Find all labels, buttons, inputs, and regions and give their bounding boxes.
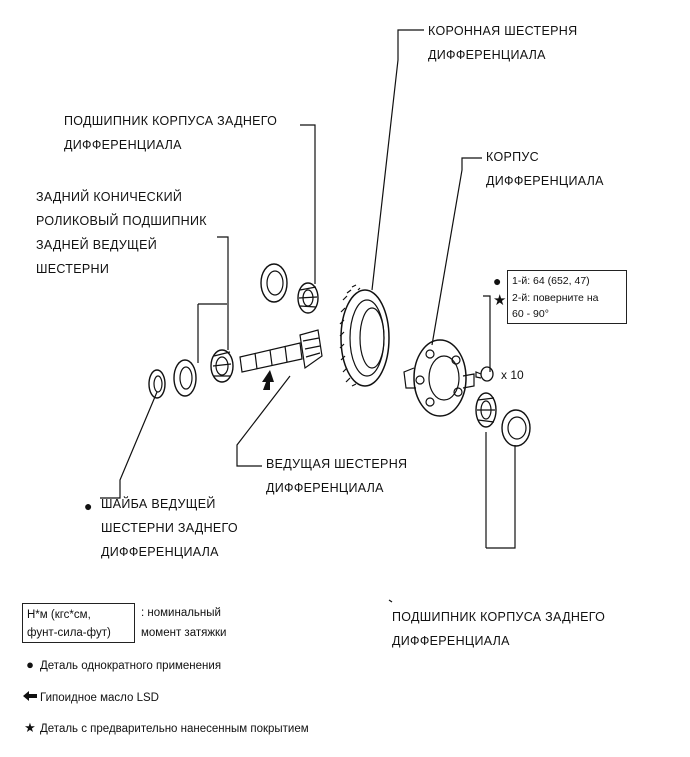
single-use-dot-icon: ● [493,273,502,289]
leader-washer [100,391,158,499]
label-ring-gear: КОРОННАЯ ШЕСТЕРНЯ ДИФФЕРЕНЦИАЛА [428,24,578,62]
rear-bearing-roller-top [297,282,319,314]
legend-unit-line1: Н*м (кгс*см, [27,609,91,621]
diff-case-shape [403,339,475,417]
leader-bottom-bearing [388,599,393,603]
rear-bearing-race-bottom [501,409,531,447]
torque-first-step: 1-й: 64 (652, 47) [512,275,590,287]
pinion-outer-race [173,359,197,397]
label-rear-bearing-bottom: ПОДШИПНИК КОРПУСА ЗАДНЕГО ДИФФЕРЕНЦИАЛА [392,610,606,648]
rear-bearing-race-top [260,263,288,303]
rear-bearing-roller-bottom [475,392,497,428]
legend-nominal-line2: момент затяжки [141,627,227,639]
leader-ring-gear [371,29,424,291]
label-diff-case: КОРПУС ДИФФЕРЕНЦИАЛА [486,150,604,188]
leader-pinion-rear-bearing [217,236,229,350]
leader-drive-pinion [236,375,291,467]
bolt-shape [475,366,494,382]
leader-bearing-group [197,303,227,363]
label-pinion-washer: ШАЙБА ВЕДУЩЕЙ ШЕСТЕРНИ ЗАДНЕГО ДИФФЕРЕНЦ… [101,497,238,559]
legend-single-use: ●Деталь однократного применения [22,657,221,674]
torque-second-step: 2-й: поверните на [512,291,599,304]
leader-bolt [483,295,491,372]
precoated-star-icon: ★ [493,292,507,309]
single-use-dot-icon: ● [84,498,93,514]
legend-unit-box: Н*м (кгс*см, фунт-сила-фут) [22,603,135,643]
precoated-star-icon: ★ [24,720,36,735]
legend-precoated: ★Деталь с предварительно нанесенным покр… [22,720,309,737]
leader-bottom-bearing-vert [485,432,516,549]
legend-nominal-line1: : номинальный [141,607,221,619]
bolt-count: x 10 [501,368,524,382]
lsd-oil-arrow-icon [262,370,274,390]
leader-diff-case [431,157,482,346]
torque-spec-box: ● ★ 1-й: 64 (652, 47) 2-й: поверните на … [493,270,627,324]
legend-nominal: : номинальный момент затяжки [141,603,226,643]
label-rear-bearing-top: ПОДШИПНИК КОРПУСА ЗАДНЕГО ДИФФЕРЕНЦИАЛА [64,114,278,152]
torque-angle: 60 - 90° [512,308,549,320]
pinion-washer-shape [148,369,166,399]
ring-gear-shape [339,284,390,387]
drive-pinion-shape [239,329,323,373]
leader-rear-bearing-top [300,124,316,284]
legend-lsd-oil: Гипоидное масло LSD [22,689,159,706]
single-use-dot-icon: ● [26,657,34,672]
legend-unit-line2: фунт-сила-фут) [27,627,111,639]
lsd-oil-arrow-icon [22,689,38,705]
pinion-rear-bearing-shape [210,349,234,383]
label-pinion-rear-bearing: ЗАДНИЙ КОНИЧЕСКИЙ РОЛИКОВЫЙ ПОДШИПНИК ЗА… [36,190,207,276]
label-drive-pinion: ВЕДУЩАЯ ШЕСТЕРНЯ ДИФФЕРЕНЦИАЛА [266,457,408,495]
